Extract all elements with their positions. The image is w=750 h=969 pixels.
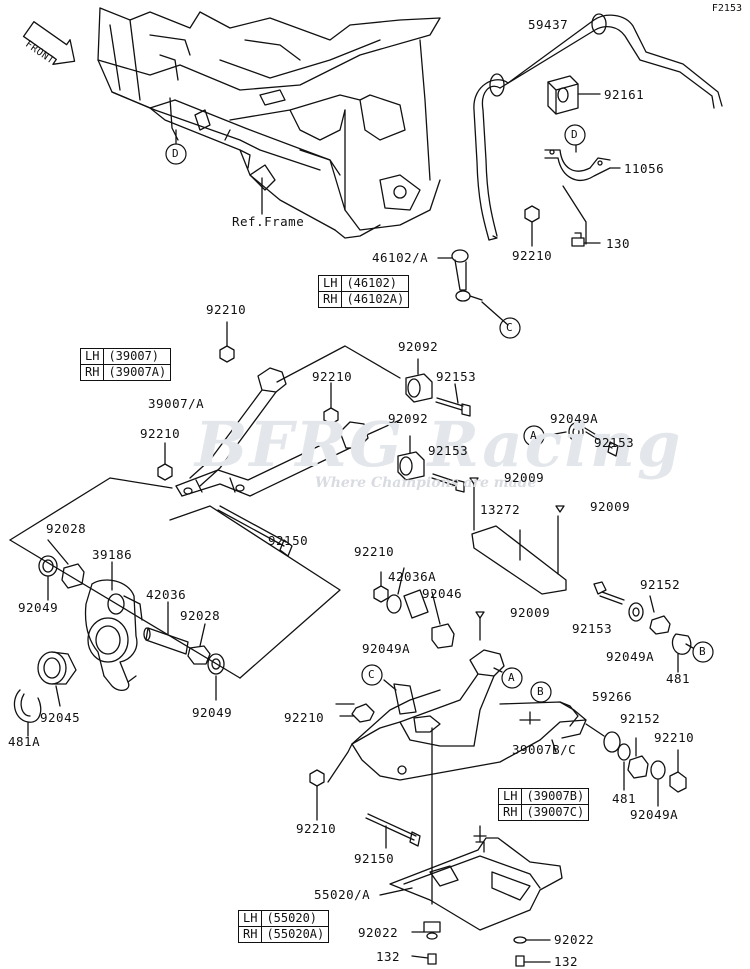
ref-c-link: C xyxy=(506,321,514,334)
callout-92210-right: 92210 xyxy=(654,730,695,745)
callout-92028-b: 92028 xyxy=(180,608,221,623)
callout-92092-a: 92092 xyxy=(398,339,439,354)
callout-92049a-b: 92049A xyxy=(362,641,411,656)
callout-92049a-c: 92049A xyxy=(606,649,655,664)
callout-55020a: 55020/A xyxy=(314,887,371,902)
callout-92045: 92045 xyxy=(40,710,81,725)
callout-92022-a: 92022 xyxy=(358,925,399,940)
callout-92152-a: 92152 xyxy=(640,577,681,592)
callout-92210-bottom: 92210 xyxy=(296,821,337,836)
callout-92092-b: 92092 xyxy=(388,411,429,426)
table-cell: (46102A) xyxy=(341,291,410,308)
table-cell: RH xyxy=(79,364,105,381)
callout-13272: 13272 xyxy=(480,502,521,517)
table-cell: LH xyxy=(497,788,523,805)
bracket-11056-drawing xyxy=(544,149,611,181)
table-cell: (39007) xyxy=(103,348,172,365)
skid-plate-drawing xyxy=(389,825,563,931)
callout-92028-a: 92028 xyxy=(46,521,87,536)
upper-arm-drawing xyxy=(175,367,369,497)
table-39007bc: LH(39007B) RH(39007C) xyxy=(497,788,590,821)
ref-a-lower: A xyxy=(508,671,516,684)
callout-92009-b: 92009 xyxy=(590,499,631,514)
table-cell: RH xyxy=(237,926,263,943)
callout-92153-a: 92153 xyxy=(436,369,477,384)
callout-130: 130 xyxy=(606,236,631,251)
callout-39186: 39186 xyxy=(92,547,133,562)
callout-92210-left: 92210 xyxy=(140,426,181,441)
table-cell: LH xyxy=(79,348,105,365)
table-cell: (39007A) xyxy=(103,364,172,381)
callout-92153-d: 92153 xyxy=(572,621,613,636)
callout-92022-b: 92022 xyxy=(554,932,595,947)
callout-132-a: 132 xyxy=(376,949,401,964)
table-cell: LH xyxy=(237,910,263,927)
stabilizer-bar-drawing xyxy=(473,13,723,241)
callout-481-a: 481 xyxy=(666,671,691,686)
table-cell: LH xyxy=(317,275,343,292)
callout-92009-a: 92009 xyxy=(504,470,545,485)
guard-13272-drawing xyxy=(471,525,567,595)
callout-92153-b: 92153 xyxy=(428,443,469,458)
table-cell: (55020) xyxy=(261,910,330,927)
callout-92210-lower-a: 92210 xyxy=(354,544,395,559)
ref-a-upper: A xyxy=(530,429,538,442)
bushing-92161-drawing xyxy=(547,75,579,115)
callout-92150-a: 92150 xyxy=(268,533,309,548)
table-55020: LH(55020) RH(55020A) xyxy=(237,910,330,943)
table-cell: RH xyxy=(497,804,523,821)
ref-b-right: B xyxy=(699,645,707,658)
ref-b-lower: B xyxy=(537,685,545,698)
ref-c-lower: C xyxy=(368,668,376,681)
ref-d-bracket: D xyxy=(571,128,579,141)
callout-39007bc: 39007B/C xyxy=(512,742,577,757)
callout-46102a: 46102/A xyxy=(372,250,429,265)
callout-92009-c: 92009 xyxy=(510,605,551,620)
callout-92210-mid: 92210 xyxy=(312,369,353,384)
table-39007: LH(39007) RH(39007A) xyxy=(79,348,172,381)
callout-481a: 481A xyxy=(8,734,41,749)
bolt-130-drawing xyxy=(571,232,585,247)
lower-arm-drawing xyxy=(351,649,587,781)
callout-92161: 92161 xyxy=(604,87,645,102)
callout-92210-top: 92210 xyxy=(206,302,247,317)
table-cell: (39007B) xyxy=(521,788,590,805)
callout-92210-link: 92210 xyxy=(512,248,553,263)
callout-92153-c: 92153 xyxy=(594,435,635,450)
link-46102-drawing xyxy=(451,249,483,302)
callout-92152-b: 92152 xyxy=(620,711,661,726)
table-46102: LH(46102) RH(46102A) xyxy=(317,275,410,308)
frame-drawing xyxy=(97,7,441,239)
callout-92049a-a: 92049A xyxy=(550,411,599,426)
figure-id: F2153 xyxy=(711,3,742,14)
callout-59266: 59266 xyxy=(592,689,633,704)
callout-132-b: 132 xyxy=(554,954,579,969)
callout-42036: 42036 xyxy=(146,587,187,602)
knuckle-drawing xyxy=(84,579,143,692)
callout-92210-lower-b: 92210 xyxy=(284,710,325,725)
ref-d-frame: D xyxy=(172,147,180,160)
callout-92046: 92046 xyxy=(422,586,463,601)
callout-92049a-d: 92049A xyxy=(630,807,679,822)
table-cell: (55020A) xyxy=(261,926,330,943)
reference-markers xyxy=(165,124,714,703)
callout-59437: 59437 xyxy=(528,17,569,32)
table-cell: (39007C) xyxy=(521,804,590,821)
callout-481-b: 481 xyxy=(612,791,637,806)
table-cell: (46102) xyxy=(341,275,410,292)
front-arrow-icon xyxy=(22,21,76,65)
callout-92049-b: 92049 xyxy=(192,705,233,720)
callout-92049-a: 92049 xyxy=(18,600,59,615)
callout-39007a: 39007/A xyxy=(148,396,205,411)
table-cell: RH xyxy=(317,291,343,308)
callout-92150-b: 92150 xyxy=(354,851,395,866)
ref-frame-label: Ref.Frame xyxy=(232,214,305,229)
callout-11056: 11056 xyxy=(624,161,665,176)
callout-42036a: 42036A xyxy=(388,569,437,584)
